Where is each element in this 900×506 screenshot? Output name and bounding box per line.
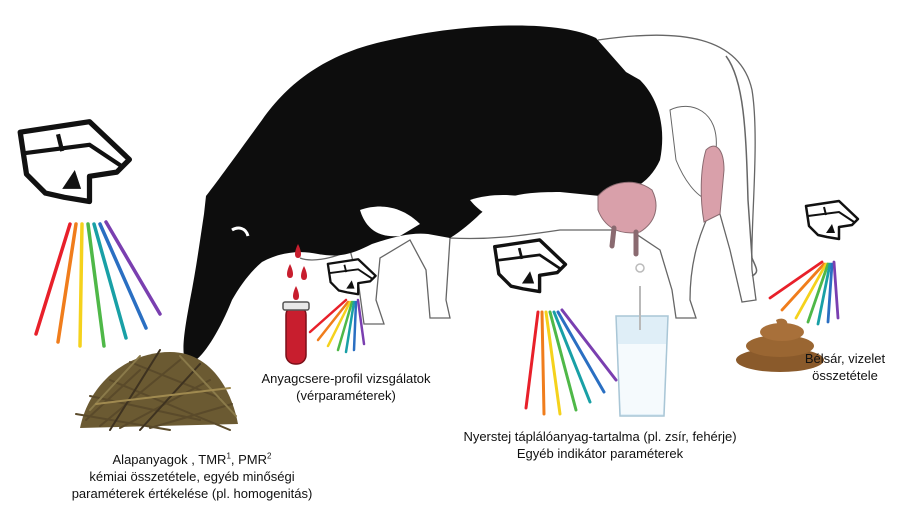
spectrum-beam-feed — [36, 222, 160, 346]
label-manure: Bélsár, vizelet összetétele — [790, 350, 900, 384]
label-milk: Nyerstej táplálóanyag-tartalma (pl. zsír… — [440, 428, 760, 462]
hay-pile-icon — [76, 350, 238, 430]
spectrum-beam-manure — [770, 262, 838, 324]
label-milk-line1: Nyerstej táplálóanyag-tartalma (pl. zsír… — [440, 428, 760, 445]
label-feed-line1: Alapanyagok , TMR1, PMR2 — [62, 451, 322, 468]
spectrometer-icon — [806, 201, 858, 239]
spectrometer-icon — [495, 240, 566, 292]
milk-glass-icon — [616, 264, 668, 416]
spectrum-beam-blood — [310, 300, 364, 352]
label-manure-line1: Bélsár, vizelet — [790, 350, 900, 367]
spectrometer-icon — [20, 122, 129, 202]
label-feed-line2: kémiai összetétele, egyéb minőségi — [62, 468, 322, 485]
label-feed: Alapanyagok , TMR1, PMR2 kémiai összetét… — [62, 451, 322, 502]
cow-illustration — [183, 25, 756, 360]
label-milk-line2: Egyéb indikátor paraméterek — [440, 445, 760, 462]
label-blood-line1: Anyagcsere-profil vizsgálatok — [246, 370, 446, 387]
label-manure-line2: összetétele — [790, 367, 900, 384]
label-blood-line2: (vérparaméterek) — [246, 387, 446, 404]
blood-tube-icon — [283, 302, 309, 364]
label-blood: Anyagcsere-profil vizsgálatok (vérparamé… — [246, 370, 446, 404]
spectrum-beam-milk — [526, 310, 616, 414]
label-feed-line3: paraméterek értékelése (pl. homogenitás) — [62, 485, 322, 502]
